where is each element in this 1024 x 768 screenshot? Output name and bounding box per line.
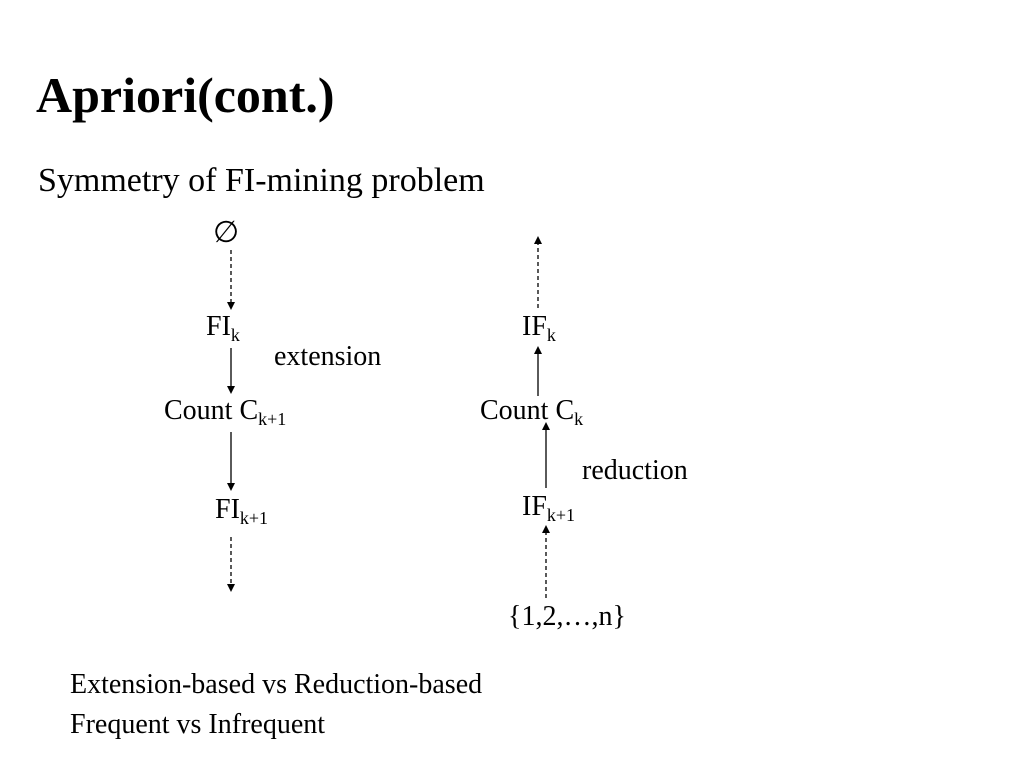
universe-set-node: {1,2,…,n} [508, 601, 626, 632]
footer-line-2: Frequent vs Infrequent [70, 709, 326, 740]
fi-k-node: FIk [206, 311, 240, 345]
fi-k1-sub: k+1 [239, 508, 269, 528]
if-k1-base: IF [522, 491, 547, 522]
slide-title: Apriori(cont.) [36, 67, 335, 123]
empty-set-node: ∅ [213, 216, 240, 249]
count-ck1-node: Count Ck+1 [164, 395, 286, 429]
extension-label: extension [274, 341, 382, 372]
fi-k-base: FI [206, 311, 231, 342]
fi-k1-node: FIk+1 [215, 494, 268, 528]
count-ck-base: Count C [480, 395, 575, 426]
slide-subtitle: Symmetry of FI-mining problem [38, 162, 485, 199]
if-k-sub: k [546, 325, 556, 345]
if-k-base: IF [522, 311, 547, 342]
count-ck1-base: Count C [164, 395, 259, 426]
count-ck-sub: k [574, 409, 584, 429]
footer-line-1: Extension-based vs Reduction-based [70, 669, 483, 700]
count-ck-node: Count Ck [480, 395, 583, 429]
count-ck1-sub: k+1 [258, 409, 287, 429]
fi-k-sub: k [230, 325, 240, 345]
fi-k1-base: FI [215, 494, 240, 525]
if-k1-sub: k+1 [546, 505, 576, 525]
if-k-node: IFk [522, 311, 556, 345]
if-k1-node: IFk+1 [522, 491, 575, 525]
reduction-label: reduction [582, 455, 688, 486]
